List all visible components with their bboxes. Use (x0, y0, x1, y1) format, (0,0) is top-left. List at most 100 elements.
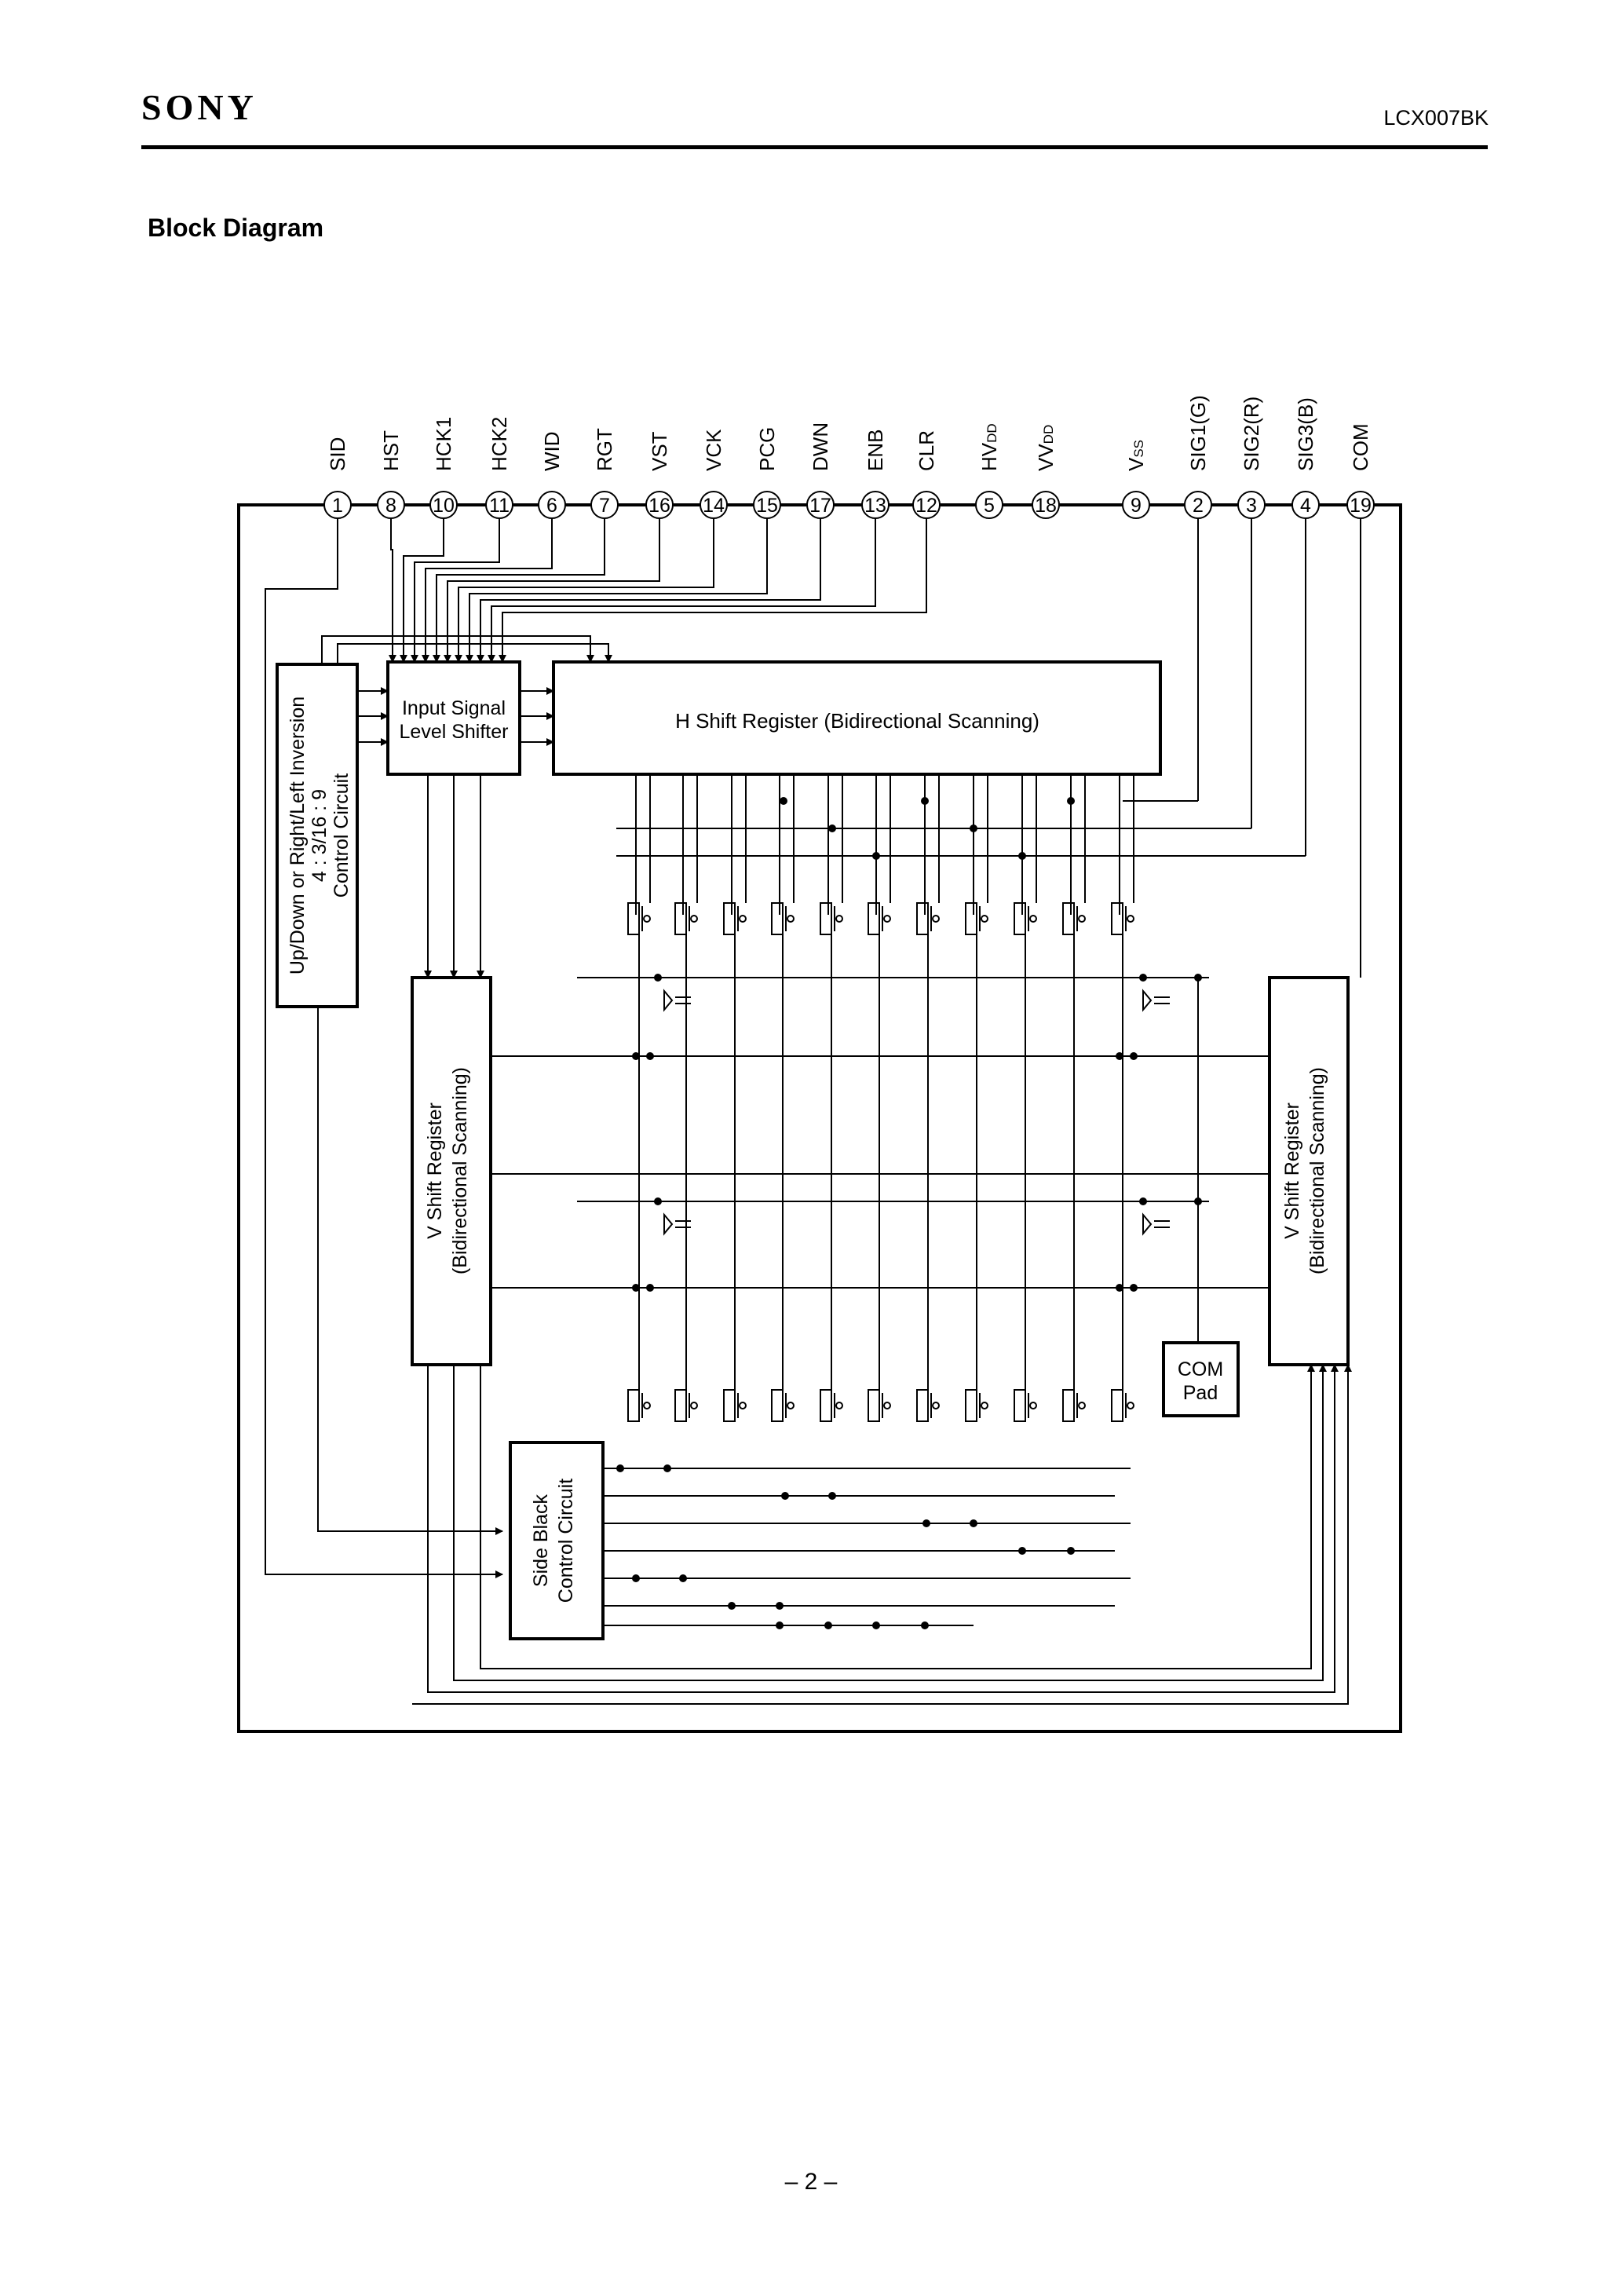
junction-dot (1130, 1284, 1138, 1292)
pin-label: VVDD (1034, 425, 1058, 471)
pixel-switch (965, 1389, 988, 1422)
storage-capacitor (663, 1212, 691, 1236)
junction-dot (1139, 974, 1147, 982)
switch-node (1127, 915, 1134, 923)
wire (422, 518, 553, 663)
com-pad-label-2: Pad (1183, 1382, 1218, 1404)
pin-circle (700, 491, 728, 519)
side-black-control-block: Side Black Control Circuit (509, 1441, 605, 1640)
switch-body (1111, 902, 1123, 935)
junction-dot (1067, 797, 1075, 805)
junction-dot (872, 1621, 880, 1629)
pin-circle (590, 491, 619, 519)
switch-node (835, 915, 843, 923)
junction-dot (1018, 1547, 1026, 1555)
pin-label: HVDD (977, 423, 1001, 471)
pin-circle (1291, 491, 1320, 519)
pin-circle (861, 491, 890, 519)
wire (480, 1364, 1315, 1669)
header-rule (141, 145, 1488, 149)
junction-dot (970, 1519, 977, 1527)
switch-body (627, 1389, 640, 1422)
pin-circle (1032, 491, 1060, 519)
switch-body (627, 902, 640, 935)
pin-circle (975, 491, 1003, 519)
junction-dot (646, 1284, 654, 1292)
pixel-switch (723, 1389, 747, 1422)
inversion-control-block: Up/Down or Right/Left Inversion 4 : 3/16… (276, 663, 359, 1008)
junction-dot (663, 1464, 671, 1472)
pixel-switch (723, 902, 747, 935)
h-shift-register-label: H Shift Register (Bidirectional Scanning… (675, 709, 1039, 733)
wire (433, 518, 605, 663)
junction-dot (921, 797, 929, 805)
pin-circle (485, 491, 513, 519)
cap-switch (663, 1212, 674, 1236)
junction-dot (1194, 974, 1202, 982)
pin-number: 2 (1193, 495, 1204, 517)
switch-node (981, 915, 988, 923)
pin-circle (1346, 491, 1375, 519)
sony-logo: SONY (141, 87, 258, 127)
pin-label: HST (379, 430, 403, 471)
v-shift-register-right: V Shift Register (Bidirectional Scanning… (1268, 976, 1350, 1366)
h-shift-register-block: H Shift Register (Bidirectional Scanning… (552, 660, 1162, 776)
junction-dot (776, 1621, 784, 1629)
pixel-switch (1014, 902, 1037, 935)
wire (411, 518, 500, 663)
wire (265, 518, 503, 1578)
pin-label: DWN (809, 422, 832, 471)
control-label-2: 4 : 3/16 : 9 (309, 789, 331, 882)
switch-node (981, 1402, 988, 1409)
junction-dot (1067, 1547, 1075, 1555)
junction-dot (654, 1197, 662, 1205)
switch-node (1078, 915, 1086, 923)
wire (477, 518, 821, 663)
pin-circle (645, 491, 674, 519)
wire (337, 643, 612, 664)
switch-node (643, 915, 651, 923)
junction-dot (921, 1621, 929, 1629)
cap-switch (1142, 1212, 1153, 1236)
switch-body (1014, 1389, 1026, 1422)
switch-body (1014, 902, 1026, 935)
switch-body (868, 1389, 880, 1422)
level-shifter-label-2: Level Shifter (400, 721, 509, 743)
v-shift-right-label-2: (Bidirectional Scanning) (1306, 1067, 1328, 1274)
v-shift-right-label-1: V Shift Register (1281, 1102, 1303, 1239)
pixel-switch (771, 902, 795, 935)
switch-node (883, 1402, 891, 1409)
junction-dot (1130, 1052, 1138, 1060)
pin-number: 5 (984, 495, 995, 517)
page-number: – 2 – (784, 2169, 838, 2195)
pin-label: ENB (864, 430, 887, 471)
wire (400, 518, 444, 663)
cap-switch (663, 989, 674, 1012)
pin-number: 11 (489, 495, 510, 517)
pin-label: WID (540, 431, 564, 471)
pin-label: VST (648, 431, 671, 471)
switch-node (690, 915, 698, 923)
switch-node (1078, 1402, 1086, 1409)
pin-number: 9 (1131, 495, 1142, 517)
pin-circle (1122, 491, 1150, 519)
junction-dot (654, 974, 662, 982)
switch-node (932, 915, 940, 923)
junction-dot (1139, 1197, 1147, 1205)
pixel-switch (1014, 1389, 1037, 1422)
switch-body (1111, 1389, 1123, 1422)
pixel-switch (868, 902, 891, 935)
switch-node (1127, 1402, 1134, 1409)
switch-node (835, 1402, 843, 1409)
pixel-switch (916, 1389, 940, 1422)
